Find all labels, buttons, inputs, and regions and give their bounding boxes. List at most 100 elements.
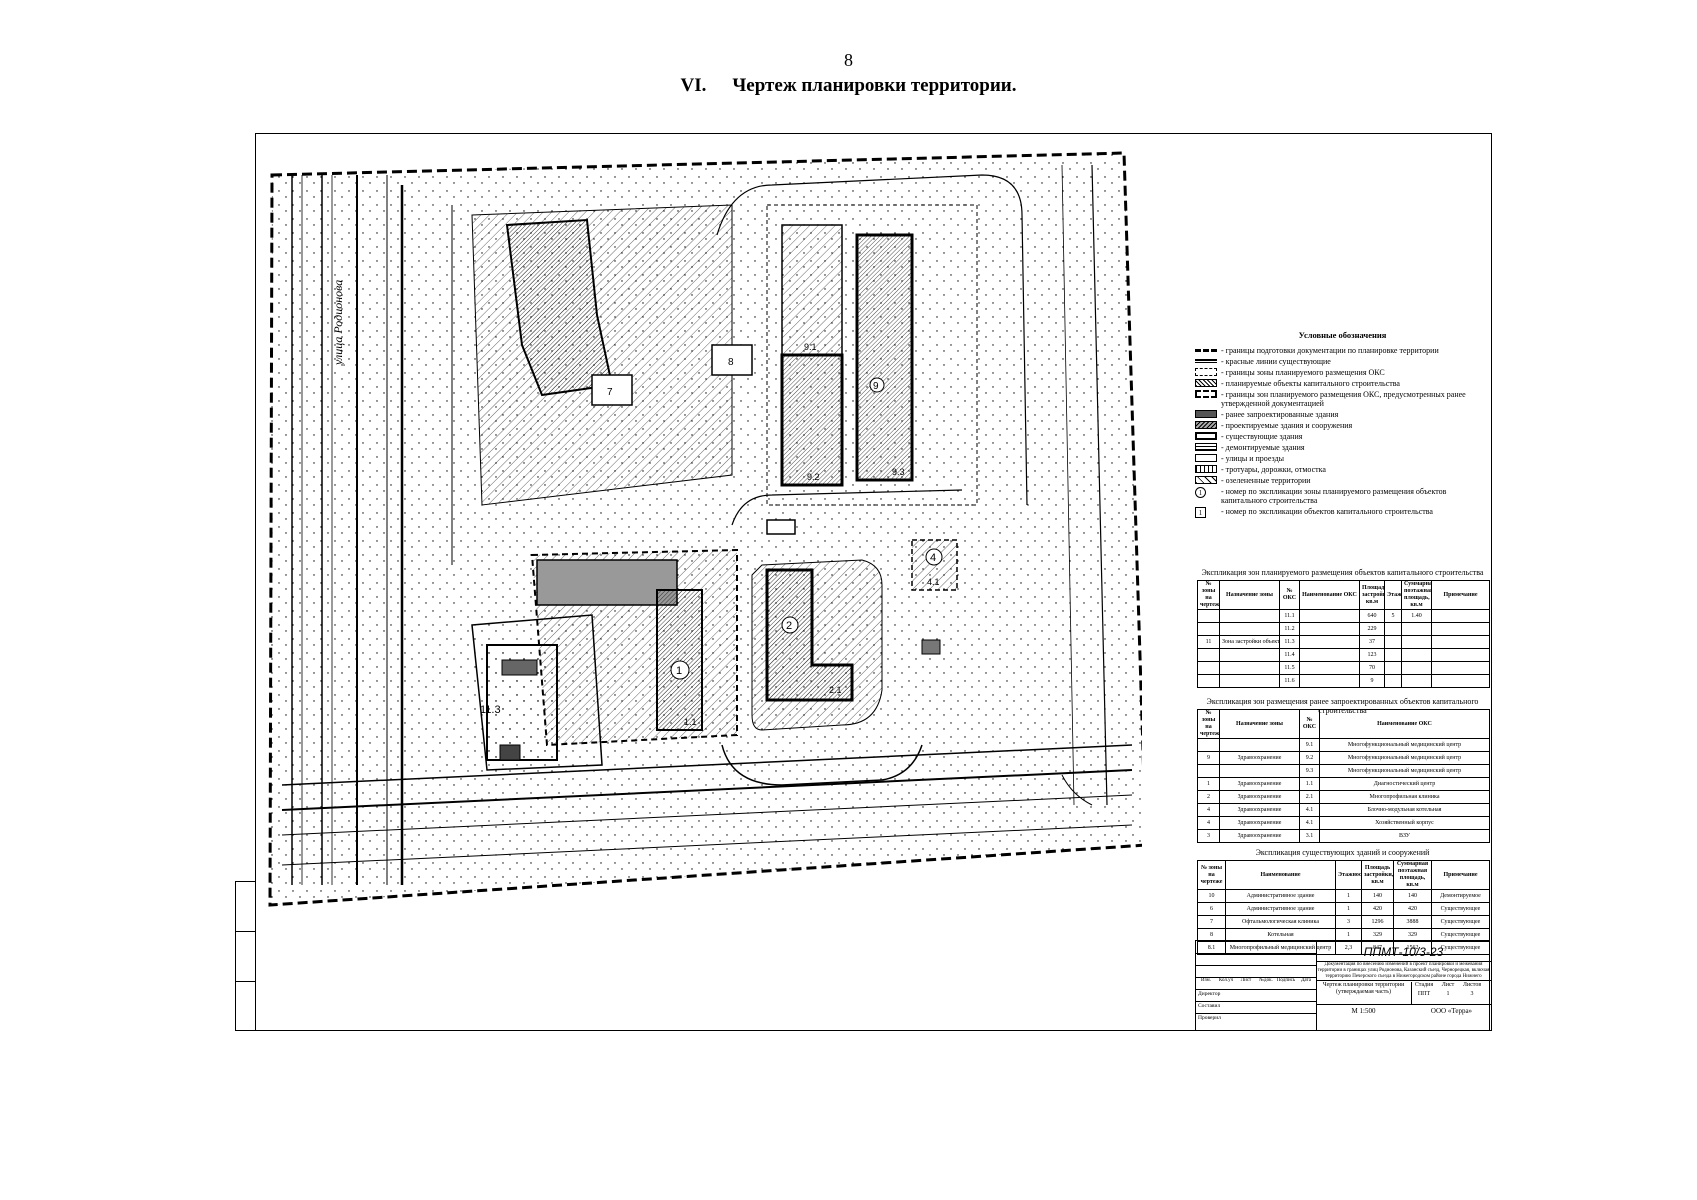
table-cell: 70 bbox=[1359, 661, 1385, 675]
table-header-cell: Суммарная поэтажная площадь, кв.м bbox=[1401, 580, 1432, 610]
legend-item: - ранее запроектированные здания bbox=[1195, 410, 1490, 419]
table-cell bbox=[1197, 738, 1220, 752]
legend-item: 1- номер по экспликации объектов капитал… bbox=[1195, 507, 1490, 518]
street-band: улица Родионова bbox=[291, 175, 453, 885]
table-cell: 140 bbox=[1393, 889, 1432, 903]
sheet-name: Чертеж планировки территории (утверждаем… bbox=[1316, 982, 1412, 1005]
role-checker: Проверил bbox=[1198, 1015, 1221, 1021]
page-number: 8 bbox=[844, 50, 853, 70]
table-cell: 7 bbox=[1197, 915, 1226, 929]
table-header-cell: № ОКС bbox=[1279, 580, 1300, 610]
bottom-roads bbox=[281, 744, 1133, 866]
table-cell: 640 bbox=[1359, 609, 1385, 623]
table-cell bbox=[1197, 648, 1220, 662]
page-heading: VI.Чертеж планировки территории. bbox=[0, 75, 1697, 97]
zone-marker-9 bbox=[869, 377, 885, 393]
table-cell: 11.5 bbox=[1279, 661, 1300, 675]
label-4-1: 4.1 bbox=[927, 577, 940, 587]
table-cell: 1 bbox=[1335, 889, 1362, 903]
label-9-3: 9.3 bbox=[892, 467, 905, 477]
stage-label: Стадия bbox=[1414, 982, 1434, 988]
legend-item: - существующие здания bbox=[1195, 432, 1490, 441]
legend-swatch bbox=[1195, 465, 1217, 473]
organization: ООО «Терра» bbox=[1430, 1007, 1473, 1015]
legend-swatch bbox=[1195, 349, 1217, 352]
table-cell bbox=[1384, 635, 1402, 649]
table-cell: 5 bbox=[1384, 609, 1402, 623]
driveway-curves bbox=[721, 744, 923, 786]
table-cell bbox=[1219, 661, 1280, 675]
legend-item: - красные линии существующие bbox=[1195, 357, 1490, 366]
legend-swatch bbox=[1195, 368, 1217, 376]
zone-9-boundary bbox=[766, 204, 978, 506]
legend-item: - озелененные территории bbox=[1195, 476, 1490, 485]
site-plan-drawing: улица Родионова 7 8 9 9.1 9.2 9.3 1 1.1 … bbox=[268, 151, 1142, 907]
legend-text: - границы подготовки документации по пла… bbox=[1221, 346, 1439, 355]
table-cell: Многопрофильный медицинский центр bbox=[1225, 941, 1336, 955]
table-cell: Многофункциональный медицинский центр bbox=[1319, 764, 1490, 778]
zone-2-number: 2 bbox=[786, 620, 792, 632]
document-code: ППМТ-10/3-23 bbox=[1316, 943, 1491, 962]
legend-item: - границы зоны планируемого размещения О… bbox=[1195, 368, 1490, 377]
legend-swatch bbox=[1195, 410, 1217, 418]
table-cell bbox=[1219, 738, 1300, 752]
legend-item: - проектируемые здания и сооружения bbox=[1195, 421, 1490, 430]
table-cell: 1.1 bbox=[1299, 777, 1320, 791]
table-cell: 1 bbox=[1197, 777, 1220, 791]
sheets-value: 3 bbox=[1470, 991, 1474, 997]
table-cell: ВЗУ bbox=[1319, 829, 1490, 843]
table-cell bbox=[1401, 661, 1432, 675]
table-cell bbox=[1384, 661, 1402, 675]
label-7: 7 bbox=[607, 387, 613, 398]
table-cell bbox=[1299, 648, 1360, 662]
table-cell bbox=[1299, 635, 1360, 649]
table-cell: 4 bbox=[1197, 803, 1220, 817]
legend-swatch bbox=[1195, 421, 1217, 429]
table-cell: Многофункциональный медицинский центр bbox=[1319, 738, 1490, 752]
zone-9-number: 9 bbox=[873, 381, 879, 392]
legend-swatch bbox=[1195, 379, 1217, 387]
legend-text: - проектируемые здания и сооружения bbox=[1221, 421, 1353, 430]
titleblock-col-header: Дата bbox=[1301, 978, 1311, 983]
table-cell: 140 bbox=[1361, 889, 1394, 903]
titleblock-col-header: Изм. bbox=[1201, 978, 1211, 983]
role-director: Директор bbox=[1198, 991, 1221, 997]
table-cell bbox=[1219, 648, 1280, 662]
legend-item: - улицы и проезды bbox=[1195, 454, 1490, 463]
table-cell bbox=[1431, 661, 1490, 675]
table-cell bbox=[1431, 622, 1490, 636]
table-cell: 229 bbox=[1359, 622, 1385, 636]
table-header-cell: Этажность bbox=[1335, 860, 1362, 890]
legend-swatch bbox=[1195, 443, 1217, 451]
drawing-scale: М 1:500 bbox=[1351, 1007, 1376, 1015]
table-cell bbox=[1197, 661, 1220, 675]
table-cell bbox=[1299, 674, 1360, 688]
table-cell: Административное здание bbox=[1225, 902, 1336, 916]
legend-swatch bbox=[1195, 359, 1217, 363]
legend-text: - улицы и проезды bbox=[1221, 454, 1285, 463]
table-cell: 11.4 bbox=[1279, 648, 1300, 662]
table-cell: Здравоохранение bbox=[1219, 751, 1300, 765]
table-cell: 9.3 bbox=[1299, 764, 1320, 778]
building-1-1 bbox=[656, 589, 703, 731]
table-cell: 4 bbox=[1197, 816, 1220, 830]
table-cell: 10 bbox=[1197, 889, 1226, 903]
table-cell: Существующее bbox=[1431, 915, 1490, 929]
zone-11-area bbox=[471, 614, 603, 771]
table-cell: Зона застройки объектами bbox=[1219, 635, 1280, 649]
legend-text: - границы зон планируемого размещения ОК… bbox=[1221, 390, 1466, 408]
building-2-1 bbox=[765, 568, 854, 702]
legend-swatch bbox=[1195, 454, 1217, 462]
table-cell: 2.1 bbox=[1299, 790, 1320, 804]
